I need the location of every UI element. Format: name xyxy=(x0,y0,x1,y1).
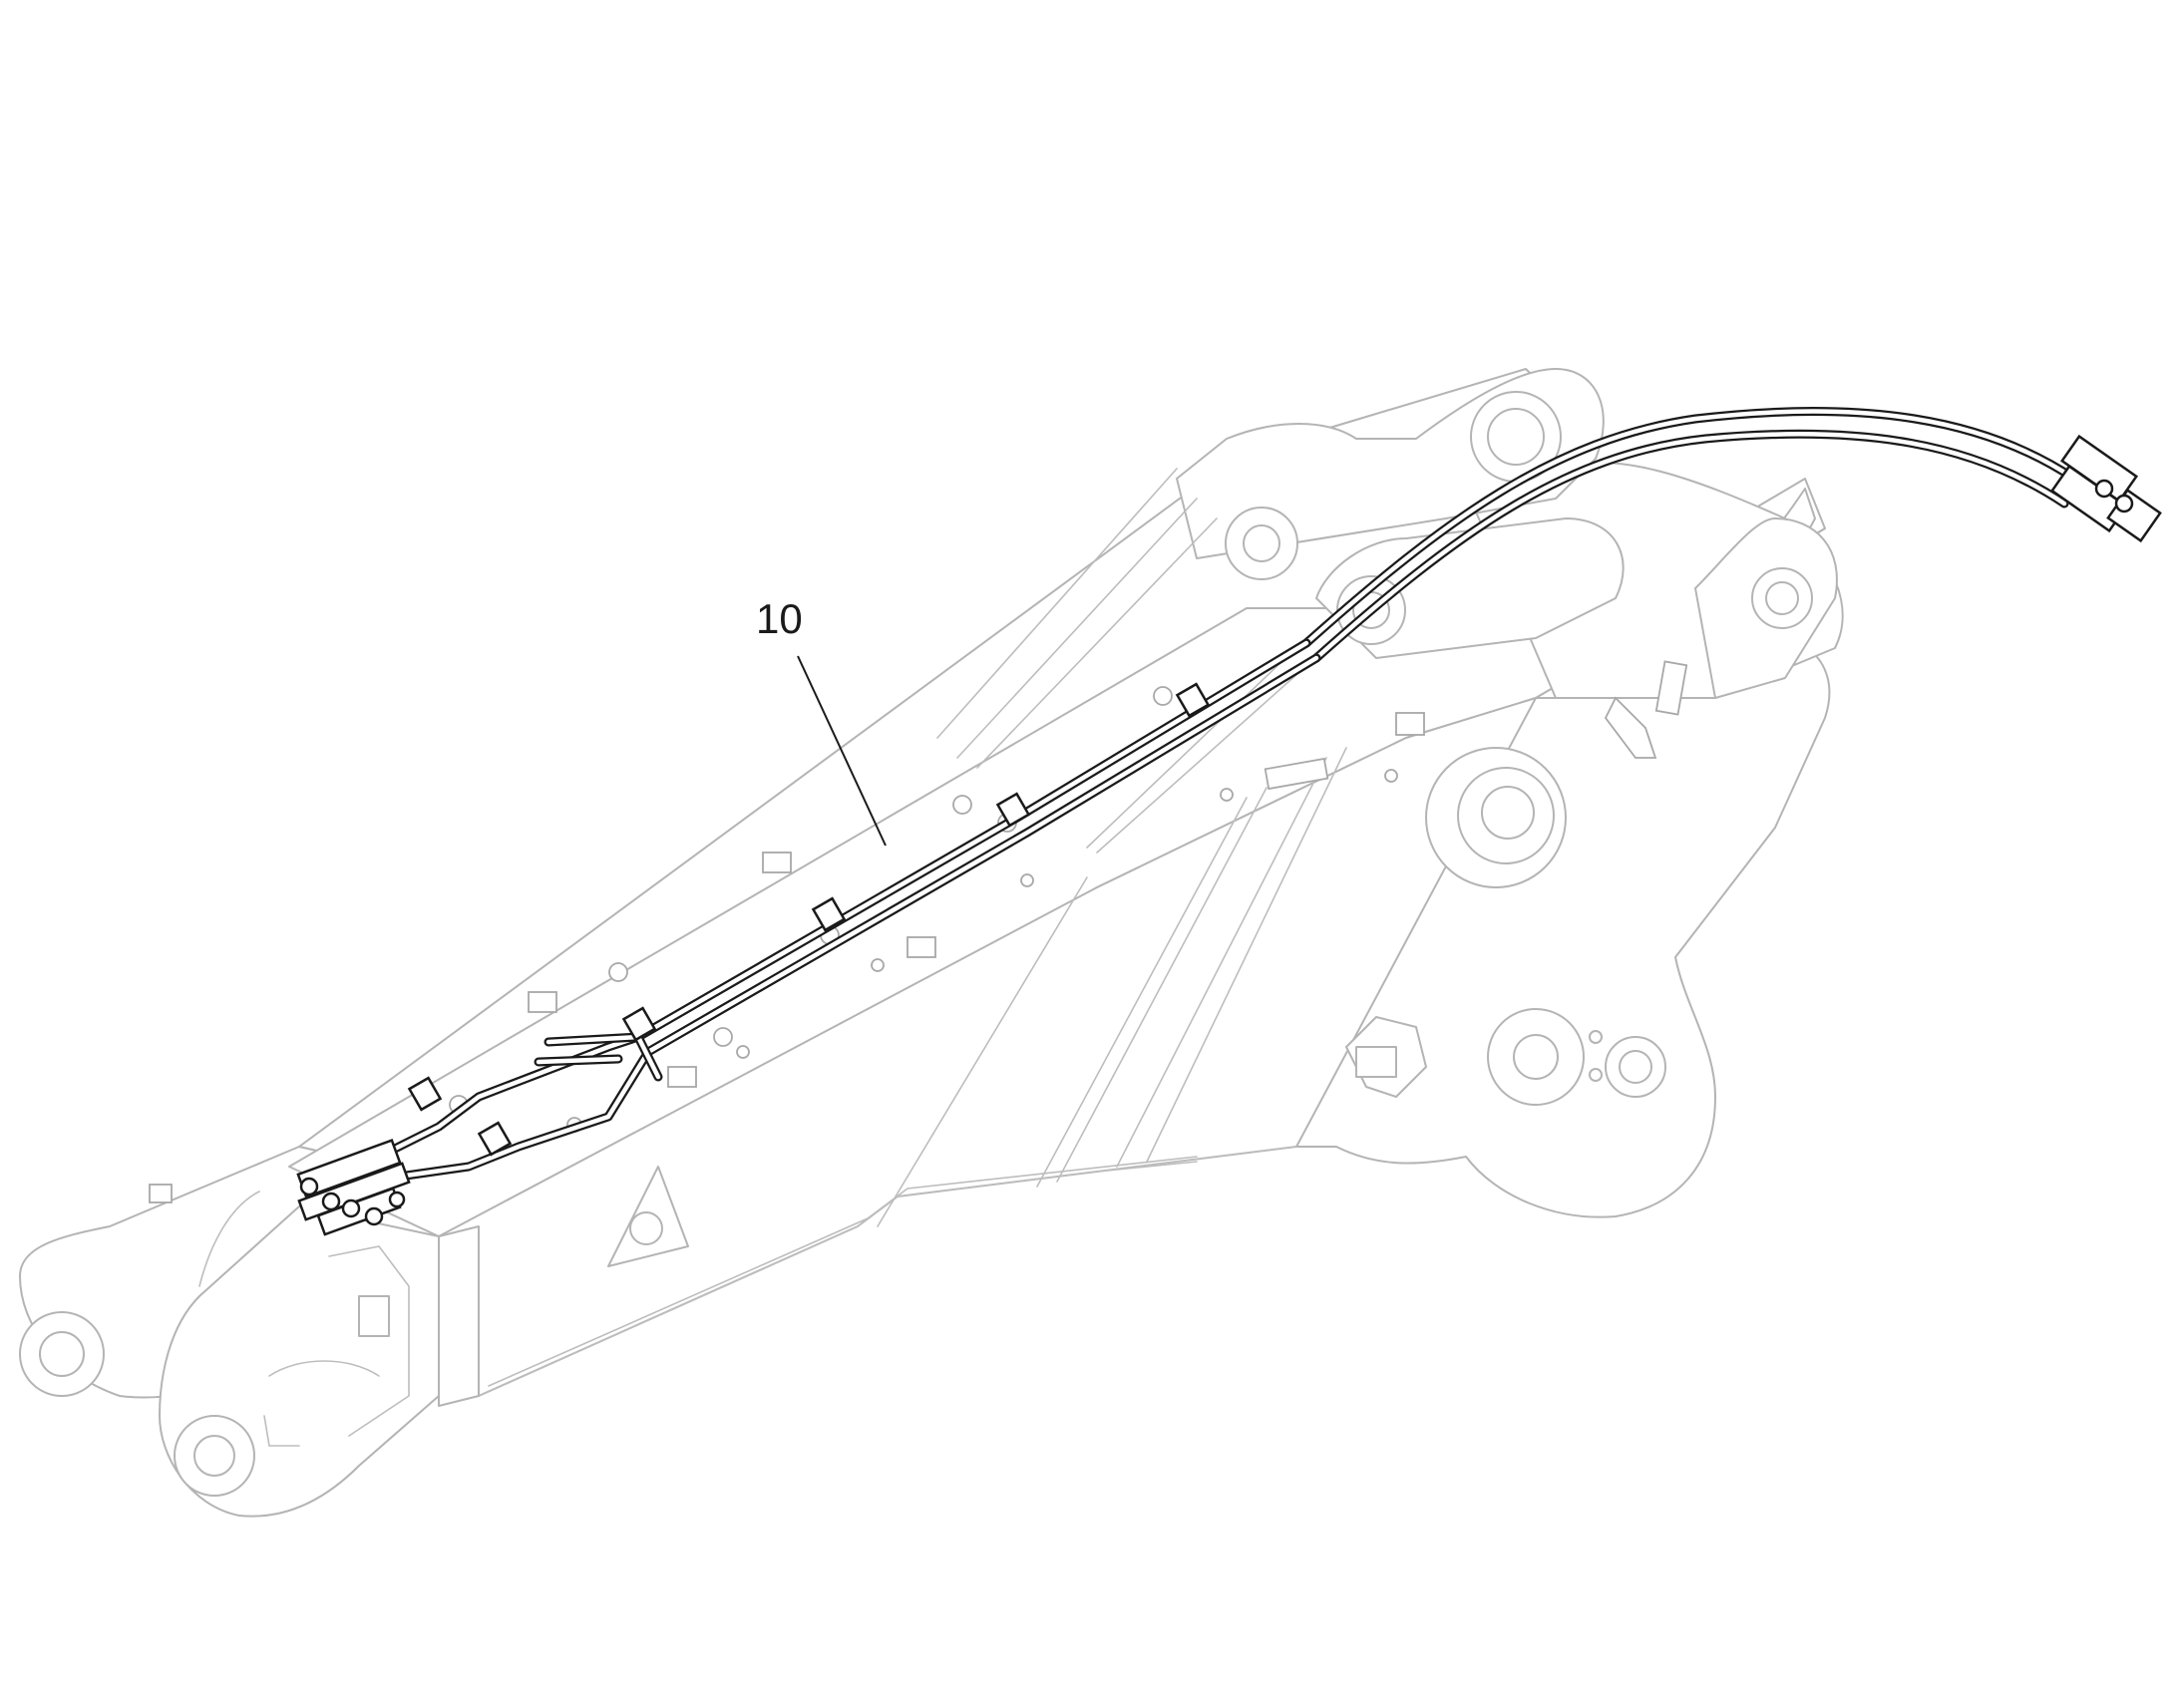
callout-label: 10 xyxy=(756,595,803,642)
front-manifold-block xyxy=(296,1139,411,1236)
boom-structure xyxy=(19,368,1844,1518)
callout-10: 10 xyxy=(756,595,887,847)
callout-leader-line xyxy=(797,655,887,847)
boom-rear-pivot-bracket xyxy=(1295,631,1831,1218)
pipe-clamps xyxy=(407,682,1211,1157)
hose-end-fittings xyxy=(2049,434,2162,543)
hydraulic-line-assembly xyxy=(296,407,2162,1236)
